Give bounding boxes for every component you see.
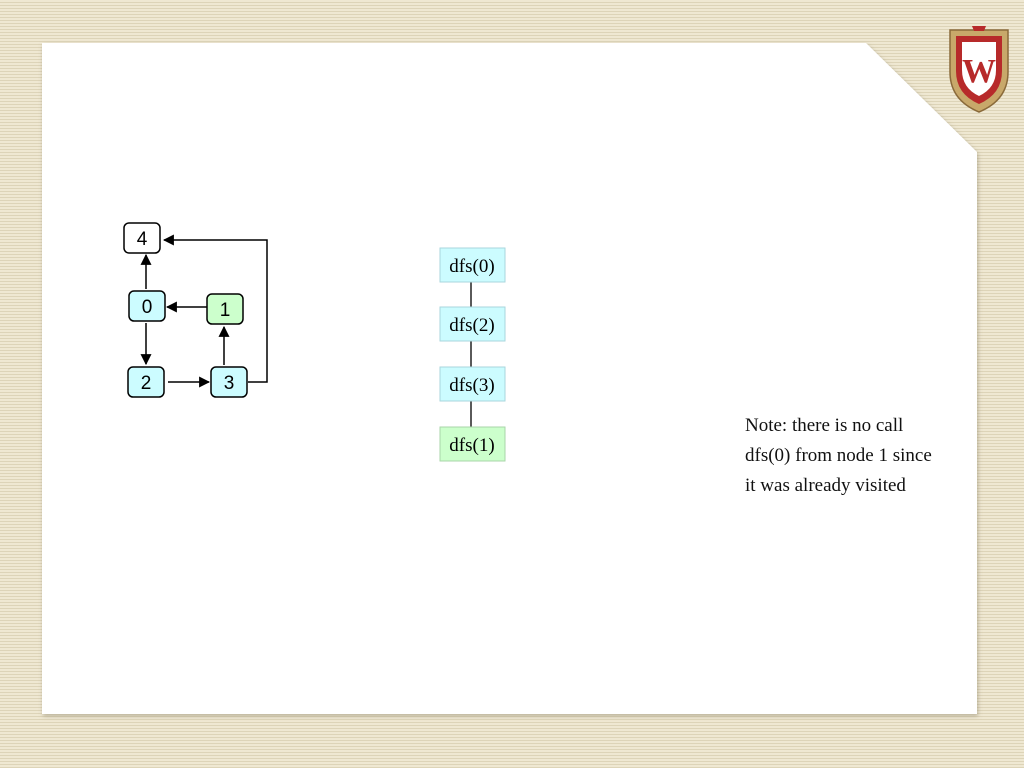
- slide-paper: [42, 43, 977, 714]
- graph-node-0: 0: [128, 290, 166, 322]
- note-line-2: dfs(0) from node 1 since: [745, 445, 932, 466]
- note-text: Note: there is no call dfs(0) from node …: [745, 411, 985, 501]
- call-box-label: dfs(3): [449, 375, 494, 396]
- graph-node-3-label: 3: [224, 373, 235, 394]
- call-box-label: dfs(2): [449, 315, 494, 336]
- graph-node-2-label: 2: [141, 373, 152, 394]
- call-box-dfs-2: dfs(2): [439, 306, 506, 342]
- graph-node-0-label: 0: [142, 297, 153, 318]
- graph-edges: [140, 234, 268, 388]
- crest-letter: W: [962, 53, 996, 90]
- graph-node-2: 2: [127, 366, 165, 398]
- call-box-dfs-1: dfs(1): [439, 426, 506, 462]
- call-box-label: dfs(1): [449, 435, 494, 456]
- call-stack: dfs(0) dfs(2) dfs(3) dfs(1): [439, 247, 506, 462]
- uw-crest-icon: W: [949, 26, 1009, 113]
- note-line-3: it was already visited: [745, 475, 906, 496]
- graph-node-4: 4: [123, 222, 161, 254]
- note-line-1: Note: there is no call: [745, 415, 904, 436]
- call-box-label: dfs(0): [449, 256, 494, 277]
- graph-node-1-label: 1: [220, 300, 231, 321]
- graph-node-4-label: 4: [137, 229, 148, 250]
- edge-3-to-4: [162, 234, 268, 383]
- graph-nodes: 4 0 1 2 3: [123, 222, 248, 398]
- graph-node-3: 3: [210, 366, 248, 398]
- call-box-dfs-0: dfs(0): [439, 247, 506, 283]
- graph-node-1: 1: [206, 293, 244, 325]
- call-box-dfs-3: dfs(3): [439, 366, 506, 402]
